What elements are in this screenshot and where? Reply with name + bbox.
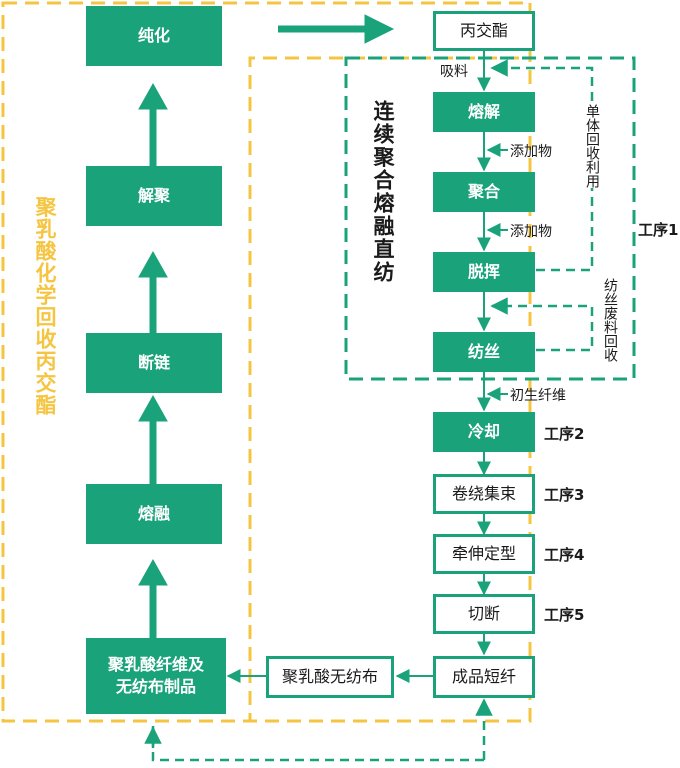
purify-box: 纯化: [86, 6, 222, 66]
products-box: 聚乳酸纤维及 无纺布制品: [86, 638, 226, 714]
feed-label: 吸料: [440, 64, 468, 80]
nonwoven-box: 聚乳酸无纺布: [266, 656, 394, 698]
drawing-box: 牵伸定型: [433, 534, 535, 574]
recycle-region-label: 聚乳酸化学回收丙交酯: [33, 196, 57, 416]
waste-recycle-label: 纺丝废料回收: [600, 278, 620, 362]
arrowhead-depoly-to-purify: [138, 82, 168, 110]
chain-scission-box: 断链: [86, 333, 222, 393]
depolymerize-box: 解聚: [86, 166, 222, 226]
step-3-label: 工序3: [544, 486, 585, 504]
polymerize-box: 聚合: [433, 172, 535, 212]
arrowhead-scission-to-depoly: [138, 250, 168, 278]
additive-label-2: 添加物: [510, 224, 552, 240]
product-recycle-loop: [151, 726, 484, 762]
step-5-label: 工序5: [544, 606, 585, 624]
staple-fiber-box: 成品短纤: [433, 656, 535, 698]
arrowhead-purify-to-lactide: [364, 14, 395, 44]
arrowhead-melt-to-scission: [138, 394, 168, 422]
lactide-box: 丙交酯: [433, 11, 535, 51]
continuous-region-border: [344, 56, 636, 381]
waste-recycle-loop: [490, 297, 594, 352]
right-arrows: [226, 48, 508, 683]
continuous-process-label: 连续聚合熔融直纺: [371, 100, 395, 284]
step-4-label: 工序4: [544, 546, 585, 564]
melting-box: 熔解: [433, 92, 535, 132]
monomer-recycle-label: 单体回收利用: [582, 104, 602, 188]
as-spun-fiber-label: 初生纤维: [510, 388, 566, 404]
spinning-box: 纺丝: [433, 332, 535, 372]
left-arrows: [138, 14, 395, 640]
step-1-label: 工序1: [638, 221, 679, 239]
step-2-label: 工序2: [544, 425, 585, 443]
winding-box: 卷绕集束: [433, 474, 535, 514]
cutting-box: 切断: [433, 594, 535, 634]
cooling-box: 冷却: [433, 412, 535, 452]
additive-label-1: 添加物: [510, 144, 552, 160]
devolatilize-box: 脱挥: [433, 252, 535, 292]
arrowhead-products-to-melt: [138, 558, 168, 586]
melt-box: 熔融: [86, 484, 222, 544]
